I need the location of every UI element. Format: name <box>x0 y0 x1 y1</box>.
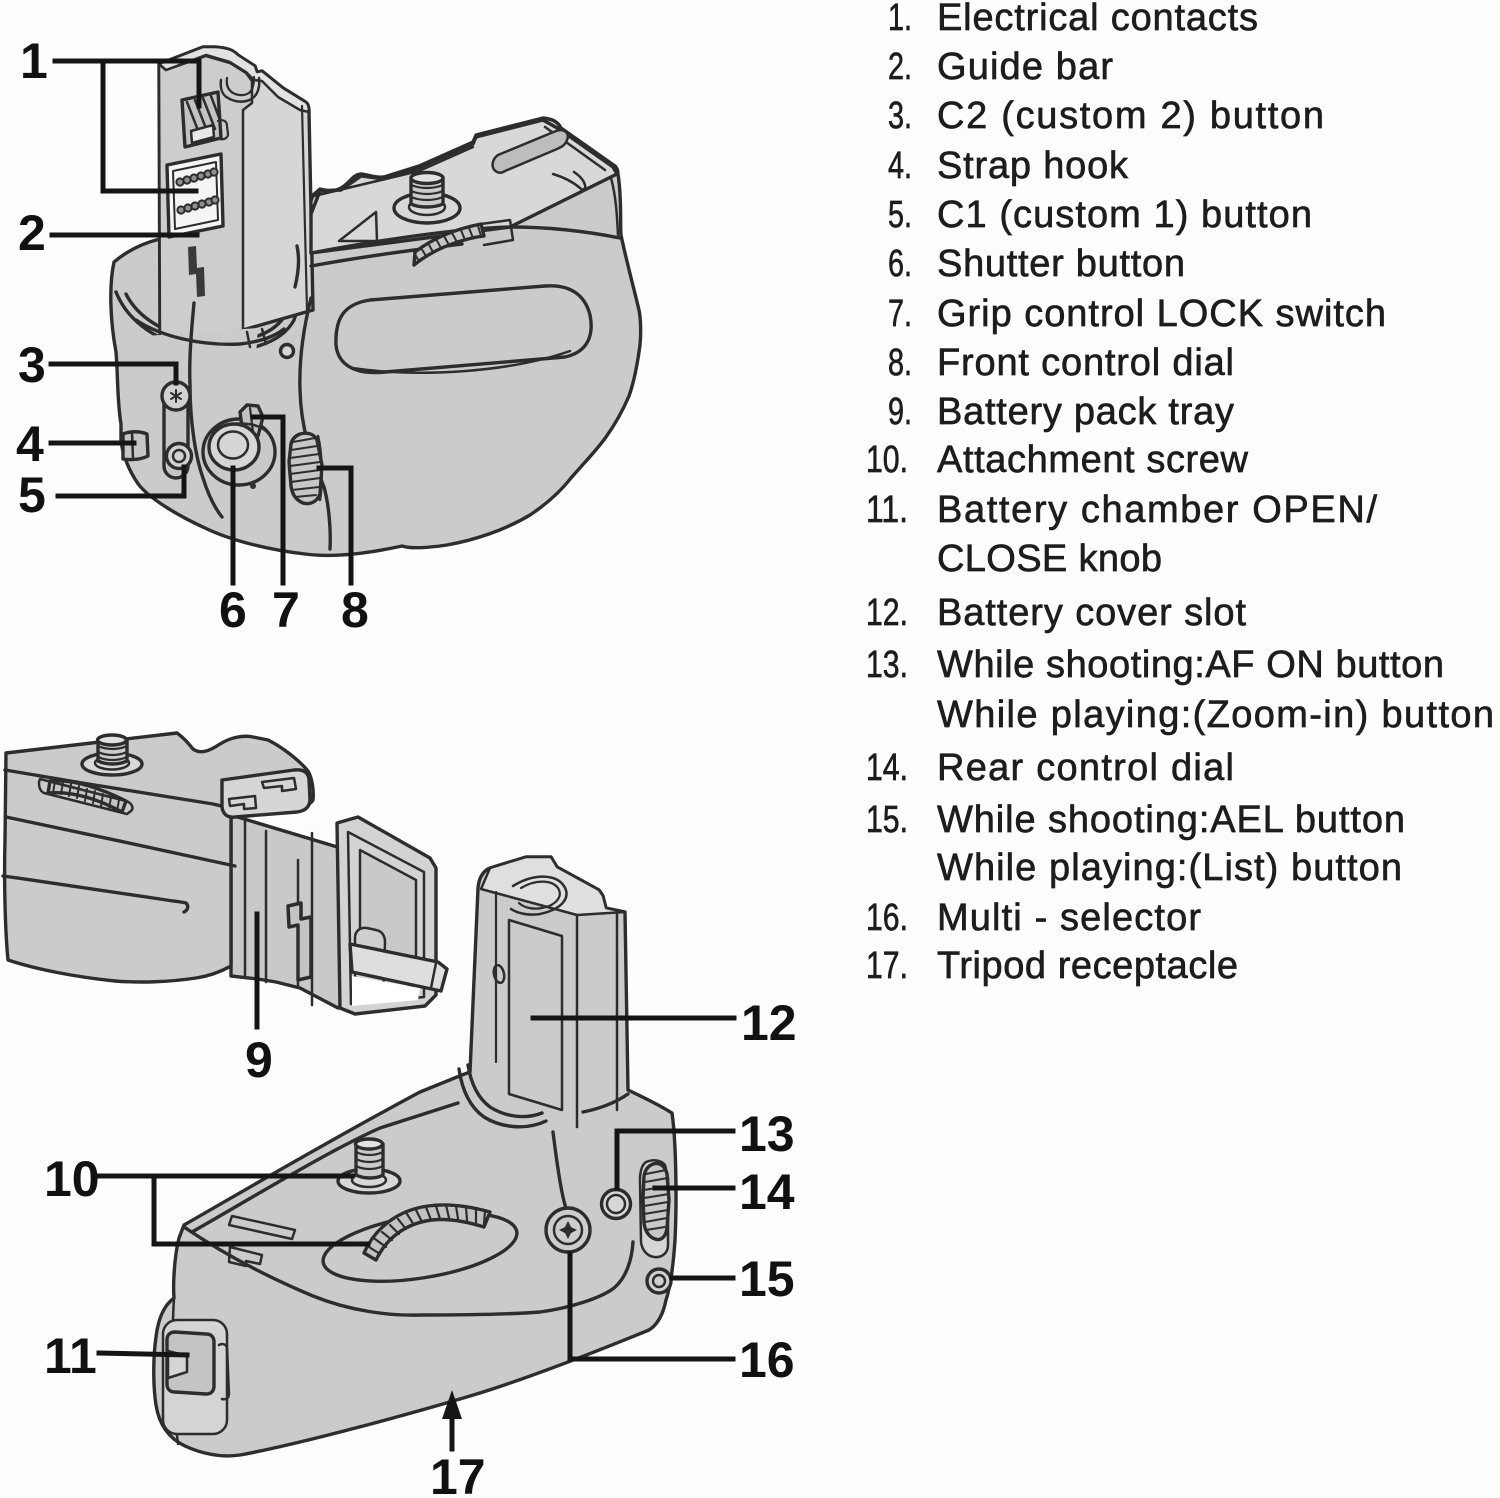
svg-text:12: 12 <box>741 995 797 1051</box>
svg-text:Attachment screw: Attachment screw <box>937 439 1249 481</box>
svg-text:Tripod receptacle: Tripod receptacle <box>937 945 1238 987</box>
svg-text:13.: 13. <box>866 644 908 686</box>
svg-text:2.: 2. <box>888 46 912 88</box>
svg-text:C1 (custom 1) button: C1 (custom 1) button <box>937 194 1312 236</box>
svg-text:1: 1 <box>20 33 48 89</box>
svg-text:Electrical contacts: Electrical contacts <box>937 0 1258 39</box>
svg-text:8.: 8. <box>888 342 912 384</box>
svg-text:14.: 14. <box>866 747 908 789</box>
svg-text:Multi - selector: Multi - selector <box>937 897 1201 939</box>
svg-text:CLOSE knob: CLOSE knob <box>937 538 1162 580</box>
svg-text:Battery pack tray: Battery pack tray <box>937 391 1234 433</box>
svg-text:3: 3 <box>18 337 46 393</box>
svg-text:2: 2 <box>18 205 46 261</box>
svg-text:Battery cover slot: Battery cover slot <box>937 592 1246 634</box>
svg-text:16: 16 <box>739 1332 795 1388</box>
svg-text:9.: 9. <box>888 391 912 433</box>
svg-text:6.: 6. <box>888 243 912 285</box>
svg-text:17: 17 <box>430 1449 486 1498</box>
svg-text:6: 6 <box>219 582 247 638</box>
svg-text:12.: 12. <box>866 592 908 634</box>
svg-text:15: 15 <box>739 1251 795 1307</box>
svg-text:7.: 7. <box>888 293 912 335</box>
svg-text:4.: 4. <box>888 145 912 187</box>
svg-text:3.: 3. <box>888 95 912 137</box>
svg-text:7: 7 <box>272 582 300 638</box>
svg-text:10: 10 <box>44 1151 100 1207</box>
svg-text:13: 13 <box>739 1106 795 1162</box>
svg-text:15.: 15. <box>866 799 908 841</box>
svg-text:1.: 1. <box>888 0 912 39</box>
svg-text:17.: 17. <box>866 945 908 987</box>
svg-text:5.: 5. <box>888 194 912 236</box>
svg-text:11: 11 <box>44 1328 97 1384</box>
svg-text:Strap hook: Strap hook <box>937 145 1129 187</box>
svg-text:Guide bar: Guide bar <box>937 46 1113 88</box>
svg-text:While playing:(Zoom-in) button: While playing:(Zoom-in) button <box>937 694 1494 736</box>
svg-text:Battery chamber OPEN/: Battery chamber OPEN/ <box>937 489 1377 531</box>
svg-text:While playing:(List) button: While playing:(List) button <box>937 847 1402 889</box>
svg-text:Front control dial: Front control dial <box>937 342 1234 384</box>
svg-text:10.: 10. <box>866 439 908 481</box>
svg-text:16.: 16. <box>866 897 908 939</box>
svg-text:Rear control dial: Rear control dial <box>937 747 1234 789</box>
svg-text:While shooting:AF ON button: While shooting:AF ON button <box>937 644 1444 686</box>
svg-text:14: 14 <box>739 1164 795 1220</box>
svg-text:5: 5 <box>18 467 46 523</box>
svg-text:While shooting:AEL button: While shooting:AEL button <box>937 799 1405 841</box>
svg-text:8: 8 <box>341 582 369 638</box>
svg-text:C2 (custom 2) button: C2 (custom 2) button <box>937 95 1324 137</box>
svg-text:9: 9 <box>245 1032 273 1088</box>
svg-text:Grip control LOCK switch: Grip control LOCK switch <box>937 293 1386 335</box>
svg-text:4: 4 <box>16 416 44 472</box>
svg-text:11.: 11. <box>866 489 908 531</box>
svg-text:Shutter button: Shutter button <box>937 243 1185 285</box>
